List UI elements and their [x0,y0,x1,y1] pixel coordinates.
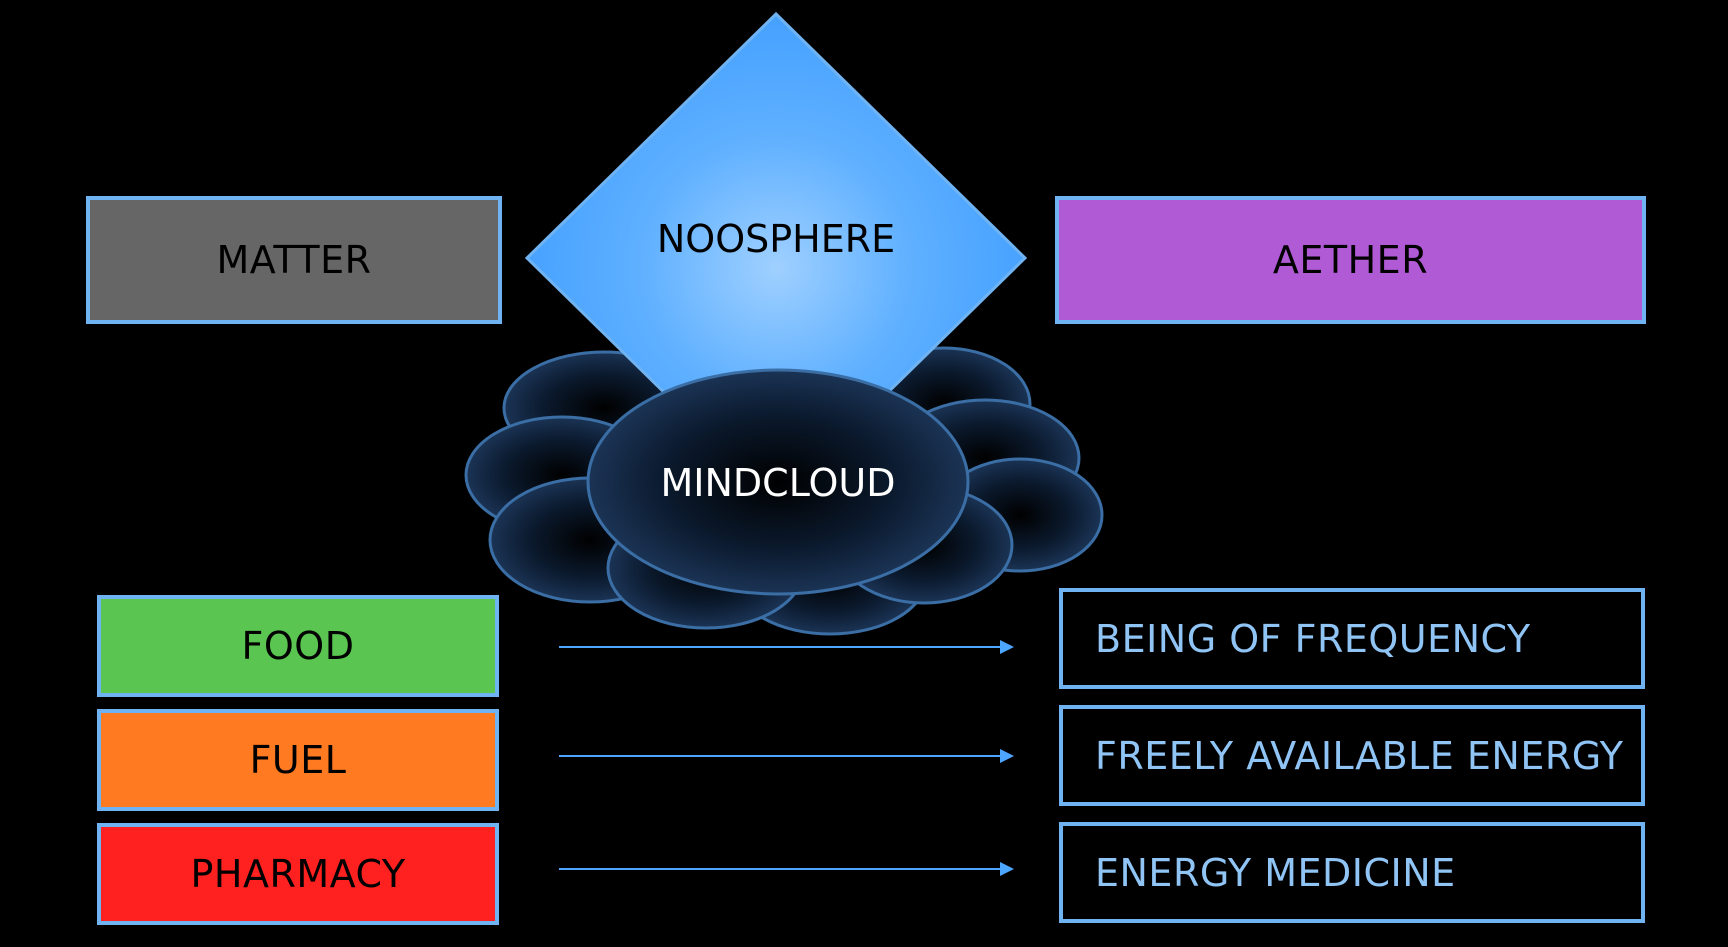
energy-medicine-box: ENERGY MEDICINE [1059,822,1645,923]
fuel-label: FUEL [249,738,347,782]
freely-available-energy-label: FREELY AVAILABLE ENERGY [1095,733,1624,778]
being-of-frequency-label: BEING OF FREQUENCY [1095,616,1531,661]
matter-box: MATTER [86,196,502,324]
aether-label: AETHER [1272,238,1429,282]
food-box: FOOD [97,595,499,697]
being-of-frequency-box: BEING OF FREQUENCY [1059,588,1645,689]
fuel-box: FUEL [97,709,499,811]
pharmacy-box: PHARMACY [97,823,499,925]
noosphere-label: NOOSPHERE [657,217,895,261]
pharmacy-label: PHARMACY [190,852,406,896]
mindcloud-label: MINDCLOUD [660,461,895,505]
freely-available-energy-box: FREELY AVAILABLE ENERGY [1059,705,1645,806]
aether-box: AETHER [1055,196,1646,324]
energy-medicine-label: ENERGY MEDICINE [1095,850,1456,895]
matter-label: MATTER [216,238,372,282]
food-label: FOOD [241,624,355,668]
mindcloud-main [586,368,970,596]
